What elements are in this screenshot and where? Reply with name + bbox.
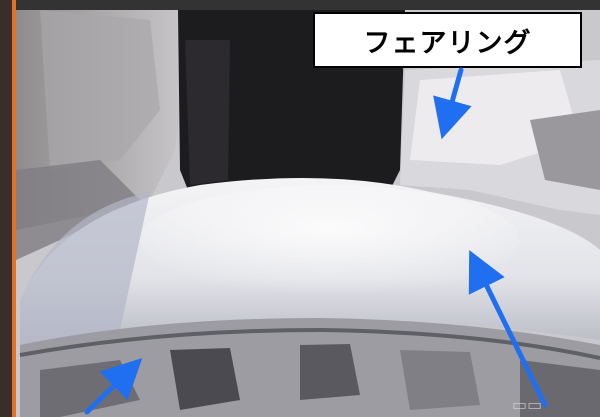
svg-text:▭▭: ▭▭ xyxy=(512,395,542,414)
fairing-label: フェアリング xyxy=(313,12,582,68)
